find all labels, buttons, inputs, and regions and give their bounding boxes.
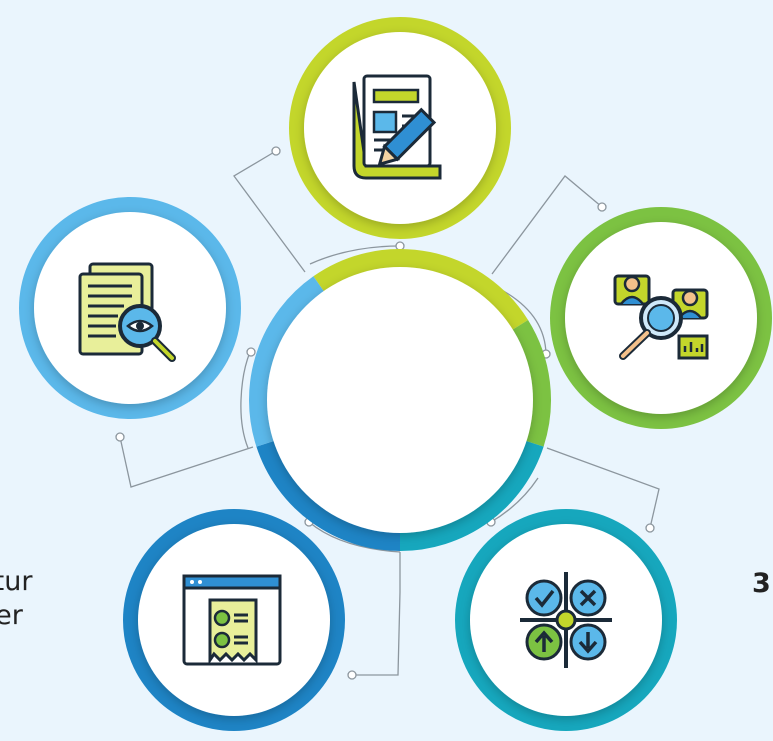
connector-left-low	[119, 436, 254, 488]
connector-top-right	[491, 175, 603, 275]
connector-dot	[271, 146, 281, 156]
center-ring-segment-light-blue	[249, 276, 325, 447]
connector-dot	[597, 202, 607, 212]
document-review-icon	[78, 262, 176, 362]
left-caption-line-2: der	[0, 600, 23, 631]
right-caption: 3	[752, 568, 771, 599]
connector-bottom-vertical	[352, 552, 401, 676]
connector-top-left	[233, 150, 306, 273]
connector-dot	[645, 523, 655, 533]
document-edit-icon	[352, 74, 442, 180]
center-ring-segment-lime	[313, 249, 529, 331]
center-ring	[249, 249, 551, 551]
connector-dot	[246, 347, 256, 357]
user-analysis-icon	[613, 274, 709, 360]
connector-dot	[115, 432, 125, 442]
connector-dot	[347, 670, 357, 680]
connector-right-low	[546, 447, 660, 529]
center-ring-segment-green	[510, 319, 551, 447]
connector-lines	[119, 150, 660, 676]
center-hub	[249, 249, 551, 551]
checklist-invoice-icon	[182, 574, 282, 666]
connector-dot	[395, 241, 405, 251]
center-ring-segment-teal	[399, 440, 544, 551]
center-ring-segment-blue	[256, 440, 401, 551]
decision-matrix-icon	[520, 572, 612, 668]
center-disc	[267, 267, 533, 533]
connector-bottom-left	[308, 521, 401, 553]
connector-right-bottom	[490, 477, 539, 523]
connector-dots	[115, 146, 655, 680]
left-caption-line-1: ktur	[0, 566, 33, 597]
left-caption: ktur der	[0, 565, 32, 633]
connector-left-inner	[240, 351, 251, 449]
connector-top-inner	[309, 245, 401, 265]
